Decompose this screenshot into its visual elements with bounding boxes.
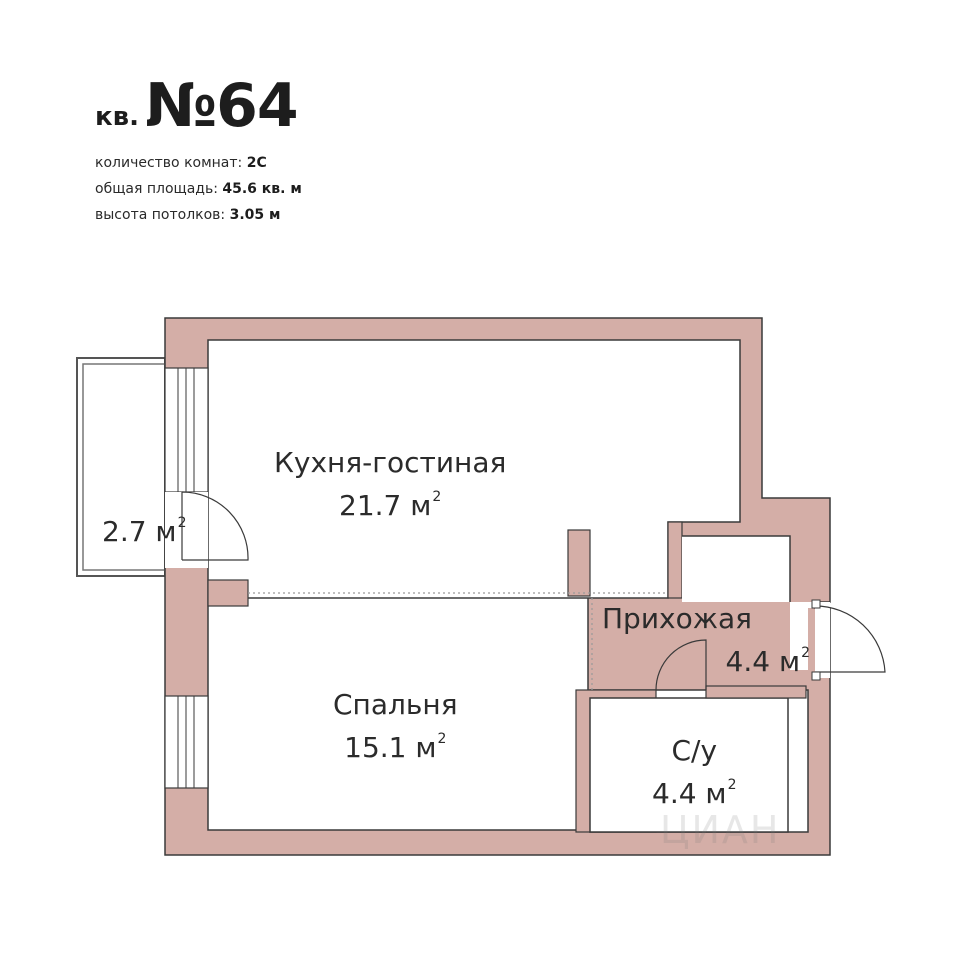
- spec-value: 3.05 м: [229, 207, 281, 223]
- spec-ceiling-height: высота потолков: 3.05 м: [95, 202, 302, 228]
- room-name: Спальня: [333, 688, 458, 721]
- spec-value: 45.6 кв. м: [222, 181, 302, 197]
- room-label-balcony: 2.7 м2: [102, 506, 186, 549]
- room-name: Прихожая: [602, 602, 752, 635]
- room-name: Кухня-гостиная: [274, 446, 507, 479]
- bathroom-floor: [589, 697, 789, 833]
- balcony-door-swing: [181, 491, 249, 561]
- room-label-hallway: Прихожая 4.4 м2: [602, 602, 810, 679]
- entrance-door-opening: [815, 602, 830, 678]
- spec-label: количество комнат:: [95, 155, 243, 171]
- spec-label: общая площадь:: [95, 181, 218, 197]
- partition-kitchen-hall: [667, 521, 683, 599]
- entrance-door-swing: [814, 605, 886, 673]
- window-lower: [164, 695, 209, 789]
- hallway-clear-area: [682, 536, 815, 670]
- plan-header: кв. №64 количество комнат: 2С общая площ…: [95, 70, 302, 228]
- title-prefix: кв.: [95, 102, 139, 132]
- spec-label: высота потолков:: [95, 207, 226, 223]
- column: [567, 529, 591, 597]
- apartment-specs: количество комнат: 2С общая площадь: 45.…: [95, 150, 302, 228]
- hallway-wall-line: [682, 535, 791, 602]
- room-area: 4.4 м2: [652, 777, 737, 810]
- room-area: 15.1 м2: [344, 731, 447, 764]
- room-area: 21.7 м2: [339, 489, 442, 522]
- room-name: С/у: [671, 734, 718, 767]
- spec-value: 2С: [246, 155, 267, 171]
- window-upper: [164, 367, 209, 493]
- room-area: 4.4 м2: [725, 645, 810, 678]
- room-label-bedroom: Спальня 15.1 м2: [333, 688, 458, 765]
- bathroom-door-swing: [655, 639, 707, 691]
- room-area: 2.7 м2: [102, 515, 187, 548]
- spec-total-area: общая площадь: 45.6 кв. м: [95, 176, 302, 202]
- wall-stub: [207, 579, 249, 607]
- room-label-bathroom: С/у 4.4 м2: [652, 734, 736, 811]
- spec-rooms-count: количество комнат: 2С: [95, 150, 302, 176]
- door-jamb: [811, 599, 821, 609]
- door-jamb: [811, 671, 821, 681]
- apartment-title: кв. №64: [95, 70, 302, 136]
- apartment-number: №64: [144, 71, 299, 141]
- watermark: ЦИАН: [660, 808, 781, 852]
- balcony-door-opening: [165, 492, 208, 568]
- bathroom-top-wall: [705, 685, 807, 699]
- room-label-kitchen: Кухня-гостиная 21.7 м2: [274, 446, 506, 523]
